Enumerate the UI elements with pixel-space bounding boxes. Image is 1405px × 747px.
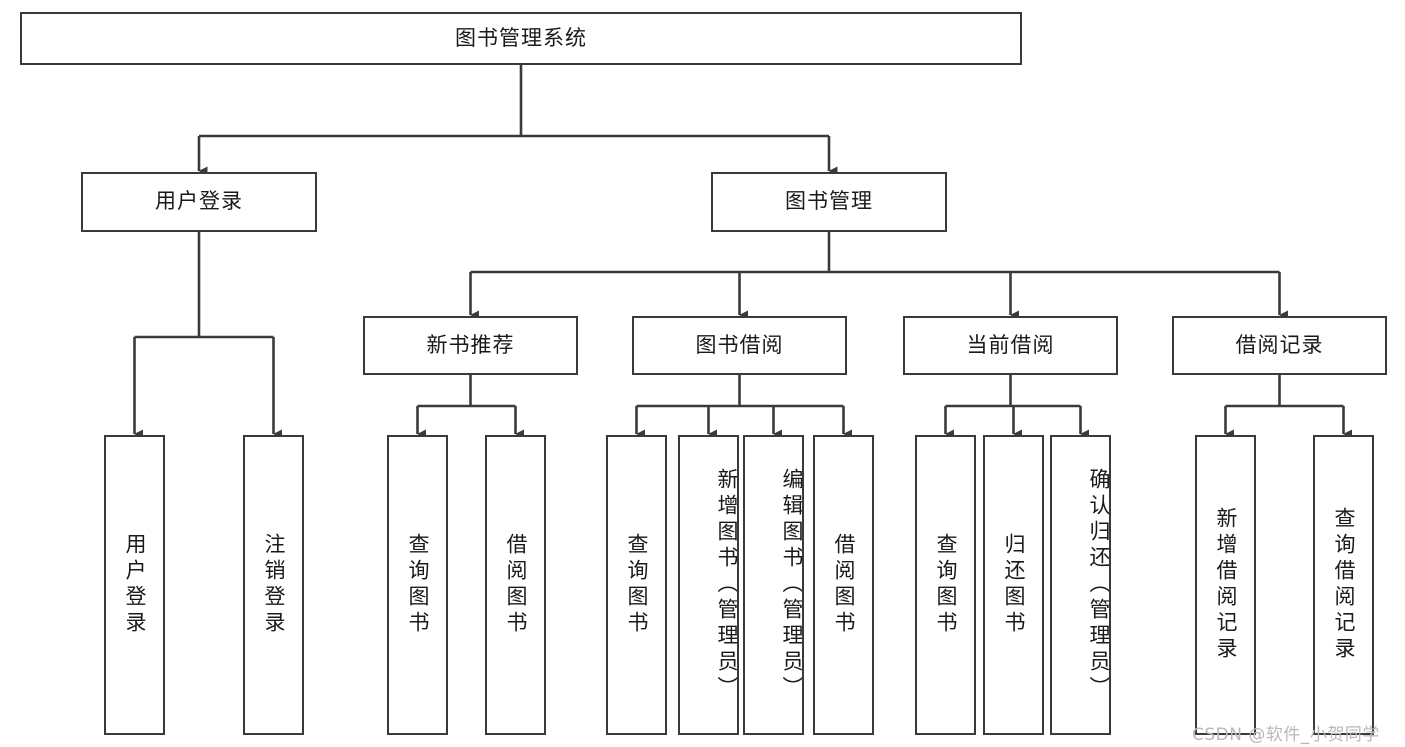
node-label: 借阅记录: [1235, 332, 1324, 357]
node-label: 借阅图书: [832, 533, 856, 637]
node-label: 用户登录: [155, 189, 243, 214]
node-label: 查询图书: [406, 533, 430, 637]
node-label: 当前借阅: [966, 332, 1055, 357]
node-leaf-return-book[interactable]: 归还图书: [983, 435, 1044, 735]
node-label: 查询图书: [625, 533, 649, 637]
node-label: 查询借阅记录: [1332, 507, 1356, 663]
node-label: 编辑图书（管理员）: [780, 468, 804, 702]
node-label: 确认归还（管理员）: [1087, 468, 1111, 702]
node-leaf-borrow-book-rec[interactable]: 借阅图书: [485, 435, 546, 735]
node-leaf-confirm-return[interactable]: 确认归还（管理员）: [1050, 435, 1111, 735]
node-leaf-query-record[interactable]: 查询借阅记录: [1313, 435, 1374, 735]
node-label: 查询图书: [934, 533, 958, 637]
node-leaf-edit-book[interactable]: 编辑图书（管理员）: [743, 435, 804, 735]
node-leaf-query-book-cb[interactable]: 查询图书: [915, 435, 976, 735]
node-borrow-record[interactable]: 借阅记录: [1172, 316, 1387, 375]
node-root-system[interactable]: 图书管理系统: [20, 12, 1022, 65]
node-label: 借阅图书: [504, 533, 528, 637]
node-book-borrow[interactable]: 图书借阅: [632, 316, 847, 375]
node-new-book-rec[interactable]: 新书推荐: [363, 316, 578, 375]
node-label: 归还图书: [1002, 533, 1026, 637]
node-label: 注销登录: [262, 533, 286, 637]
node-leaf-borrow-book-bb[interactable]: 借阅图书: [813, 435, 874, 735]
node-label: 新增图书（管理员）: [715, 468, 739, 702]
node-leaf-query-book-rec[interactable]: 查询图书: [387, 435, 448, 735]
node-leaf-query-book-bb[interactable]: 查询图书: [606, 435, 667, 735]
node-label: 图书管理: [785, 189, 873, 214]
node-label: 图书管理系统: [455, 25, 587, 50]
csdn-watermark: CSDN @软件_小贺同学: [1192, 725, 1380, 745]
node-user-login[interactable]: 用户登录: [81, 172, 317, 232]
node-leaf-user-login[interactable]: 用户登录: [104, 435, 165, 735]
node-label: 用户登录: [123, 533, 147, 637]
node-label: 新增借阅记录: [1214, 507, 1238, 663]
node-leaf-logout-login[interactable]: 注销登录: [243, 435, 304, 735]
node-leaf-add-record[interactable]: 新增借阅记录: [1195, 435, 1256, 735]
node-label: 图书借阅: [695, 332, 784, 357]
node-current-borrow[interactable]: 当前借阅: [903, 316, 1118, 375]
node-leaf-add-book[interactable]: 新增图书（管理员）: [678, 435, 739, 735]
node-label: 新书推荐: [426, 332, 515, 357]
node-book-manage[interactable]: 图书管理: [711, 172, 947, 232]
